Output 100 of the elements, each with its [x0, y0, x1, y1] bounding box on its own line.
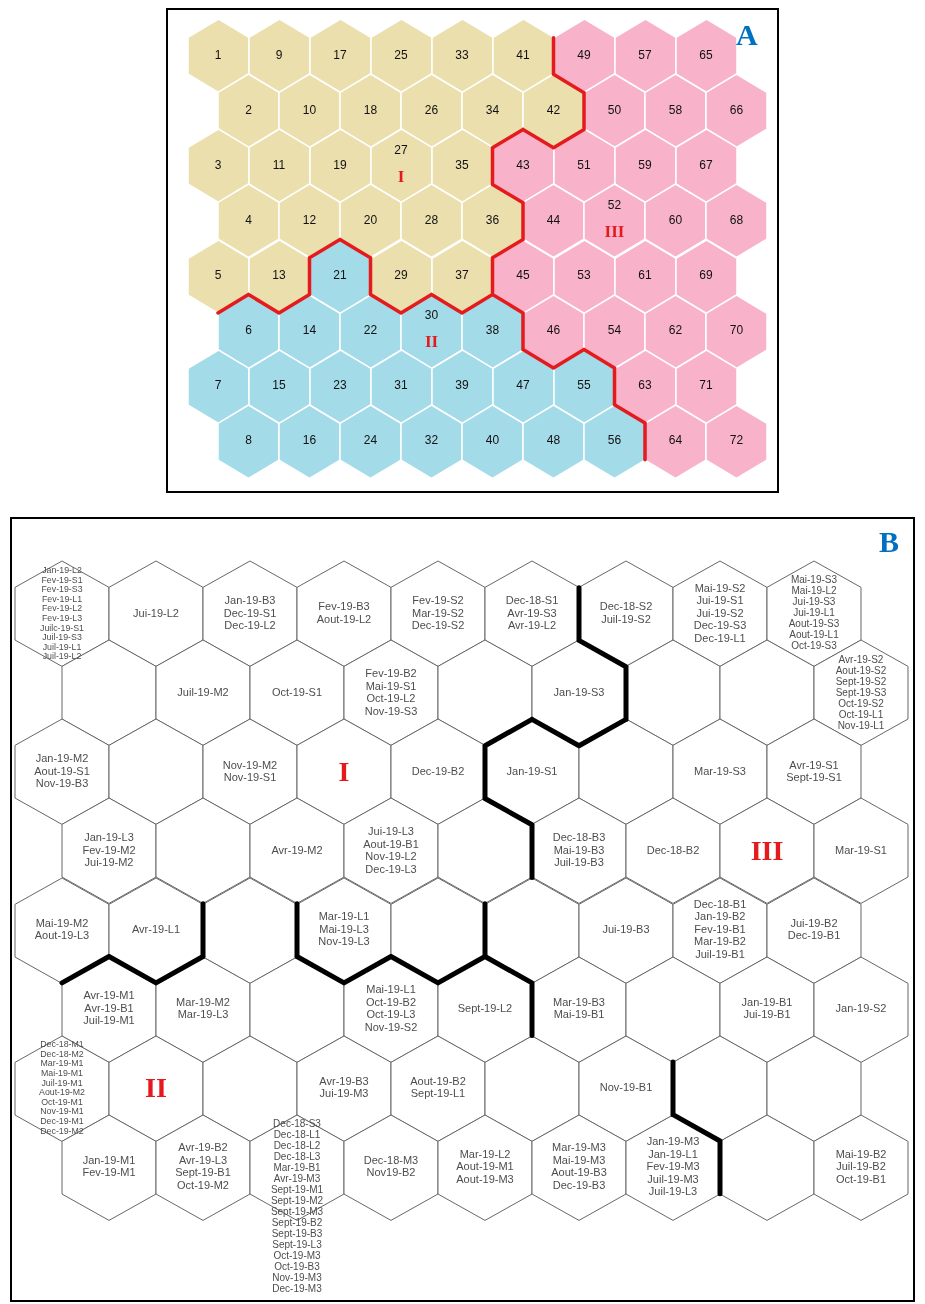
cell-number: 2: [245, 104, 252, 117]
cell-number: 68: [729, 214, 744, 227]
sample-label: Dec-18-M2: [40, 1049, 84, 1059]
sample-label: Avr-19-L3: [178, 1154, 228, 1166]
sample-label: Fev-19-L2: [41, 604, 83, 614]
sample-label: Mar-19-M1: [40, 1059, 84, 1069]
cell-number: 30: [424, 309, 439, 322]
sample-label: Jan-19-B3: [224, 595, 276, 607]
sample-label: Aout-19-S2: [835, 665, 887, 676]
cell-number: 64: [668, 434, 683, 447]
cell-number: 56: [607, 434, 622, 447]
sample-label: Jui-19-L1: [793, 608, 835, 619]
sample-label: Sept-19-B3: [271, 1228, 323, 1239]
cluster-numeral: I: [397, 168, 405, 186]
sample-label: Fev-19-L3: [41, 614, 83, 623]
cell-number: 18: [363, 104, 378, 117]
cell-number: 61: [638, 269, 652, 282]
cell-number: 16: [302, 434, 317, 447]
sample-label: Juil-19-L3: [648, 1186, 698, 1198]
sample-label: Jan-19-L1: [648, 1148, 698, 1160]
sample-label: Mai-19-M1: [41, 1069, 83, 1078]
sample-label: Oct-19-L2: [366, 693, 416, 705]
sample-label: Mai-19-B1: [553, 1009, 605, 1021]
cell-number: 48: [546, 434, 561, 447]
sample-label: Aout-19-L2: [316, 614, 372, 625]
sample-label: Dec-19-M3: [272, 1283, 322, 1294]
sample-label: Jui-19-B3: [602, 923, 650, 935]
sample-label: Jan-19-M2: [35, 753, 89, 765]
sample-label: Dec-19-M1: [40, 1117, 84, 1126]
sample-label: Dec-18-B2: [646, 844, 700, 856]
cell-number: 36: [485, 214, 500, 227]
sample-label: Nov19-B2: [366, 1167, 416, 1179]
sample-label: Jui-19-M2: [84, 857, 134, 869]
panel-frame: [10, 517, 915, 1302]
sample-label: Mai-19-L3: [319, 923, 369, 935]
cell-number: 38: [485, 324, 500, 337]
sample-label: Nov-19-B3: [35, 778, 89, 790]
cell-number: 44: [546, 214, 561, 227]
sample-label: Fev-19-S2: [412, 595, 464, 607]
sample-label: Jan-19-M3: [646, 1136, 700, 1148]
sample-label: Dec-19-B3: [552, 1179, 606, 1191]
cell-number: 70: [729, 324, 744, 337]
sample-label: Aout-19-M3: [456, 1173, 514, 1185]
cell-number: 37: [455, 269, 469, 282]
panel-frame: [166, 8, 779, 493]
sample-label: Nov-19-M2: [222, 759, 278, 771]
sample-label: Mai-19-B3: [553, 844, 605, 856]
sample-label: Avr-19-M1: [83, 990, 135, 1002]
sample-label: Jan-19-S2: [835, 1003, 887, 1014]
sample-label: Fev-19-S3: [41, 585, 83, 594]
sample-label: Dec-19-S1: [223, 607, 277, 619]
cell-number: 40: [485, 434, 500, 447]
sample-label: Dec-19-B2: [411, 765, 465, 777]
panel-letter: B: [879, 527, 899, 557]
sample-label: Fev-19-L1: [41, 594, 83, 604]
sample-label: Oct-19-M1: [41, 1097, 83, 1107]
cell-number: 7: [214, 379, 222, 392]
cell-number: 9: [275, 49, 283, 61]
sample-label: Mai-19-S3: [790, 575, 838, 586]
sample-label: Aout-19-L1: [789, 630, 839, 641]
sample-label: Oct-19-B1: [835, 1173, 887, 1185]
sample-label: Juil-19-B3: [554, 857, 604, 869]
sample-label: Avr-19-B3: [319, 1075, 369, 1087]
sample-label: Avr-19-B1: [84, 1003, 134, 1014]
cell-number: 67: [699, 159, 713, 172]
sample-label: Mar-19-L2: [459, 1148, 511, 1160]
sample-label: Mai-19-S1: [365, 680, 417, 692]
cell-number: 33: [455, 49, 469, 61]
cell-number: 28: [424, 214, 439, 227]
sample-label: Oct-19-B2: [365, 996, 417, 1008]
sample-label: Fev-19-M3: [646, 1161, 700, 1173]
sample-label: Avr-19-B2: [178, 1142, 228, 1154]
sample-label: Juilc-19-S1: [40, 623, 84, 633]
sample-label: Dec-18-S1: [505, 595, 559, 607]
sample-label: Mar-19-M2: [176, 996, 230, 1008]
sample-label: Jan-19-L3: [84, 832, 134, 844]
sample-label: Sept-19-L1: [410, 1088, 466, 1100]
sample-label: Fev-19-S1: [41, 575, 83, 585]
sample-label: Jui-19-S2: [696, 607, 744, 619]
cell-number: 62: [668, 324, 683, 337]
sample-label: Nov-19-M1: [40, 1107, 84, 1117]
cell-number: 14: [302, 324, 317, 337]
sample-label: Sept-19-M1: [270, 1184, 324, 1195]
cell-number: 60: [668, 214, 683, 227]
cell-number: 3: [214, 159, 222, 172]
cell-number: 8: [245, 434, 252, 447]
sample-label: Oct-19-M3: [273, 1250, 321, 1261]
cell-number: 72: [729, 434, 744, 447]
cell-number: 19: [333, 159, 347, 172]
cluster-numeral: I: [338, 758, 350, 787]
sample-label: Oct-19-S2: [838, 698, 884, 709]
cell-number: 51: [577, 159, 591, 172]
cell-number: 4: [245, 214, 252, 227]
sample-label: Mai-19-B2: [835, 1148, 887, 1160]
cluster-numeral: III: [604, 223, 625, 241]
cell-number: 5: [214, 269, 222, 282]
sample-label: Aout-19-M2: [39, 1088, 85, 1098]
cell-number: 55: [577, 379, 591, 392]
sample-label: Dec-19-L1: [694, 632, 746, 644]
sample-label: Jui-19-S3: [792, 597, 836, 608]
